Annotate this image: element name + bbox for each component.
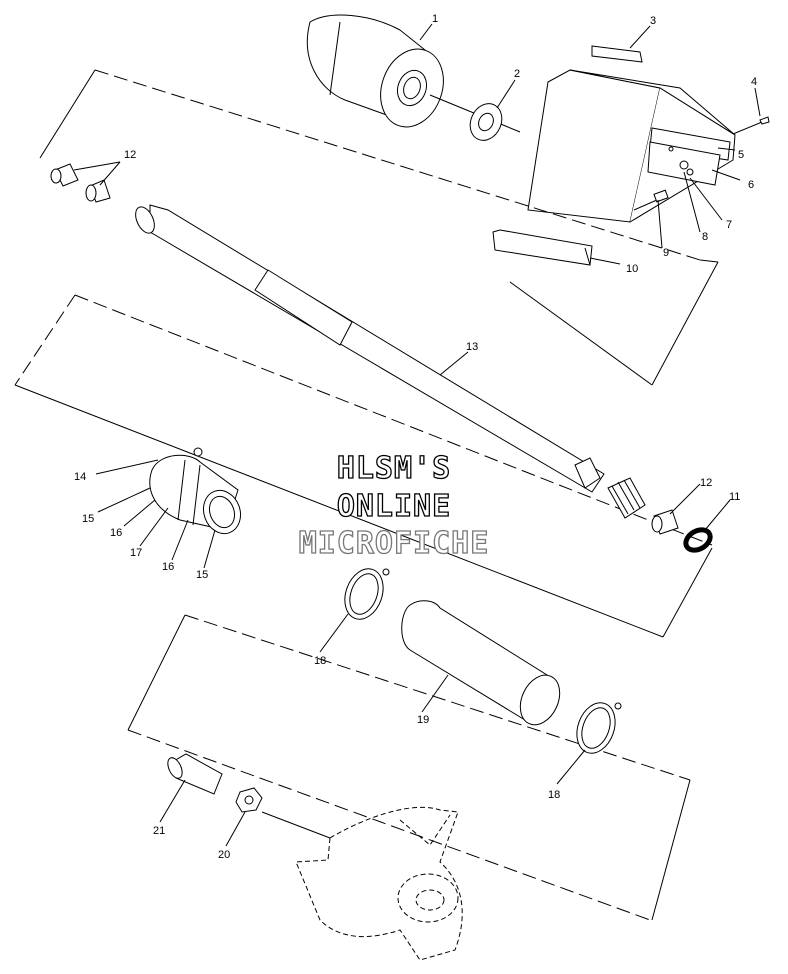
part-3-strip (591, 45, 643, 63)
callout-7: 7 (726, 219, 732, 231)
callout-4: 4 (751, 76, 757, 88)
callout-15-right: 15 (196, 569, 208, 581)
part-19-tube (401, 600, 561, 726)
watermark-line-2: ONLINE (337, 489, 451, 524)
callout-10: 10 (626, 263, 638, 275)
part-13-drive-shaft (135, 204, 646, 519)
part-18-clamp-upper (344, 568, 390, 620)
callout-12-bottom: 12 (700, 477, 712, 489)
callout-16-right: 16 (162, 561, 174, 573)
callout-1: 1 (432, 13, 438, 25)
watermark-line-1: HLSM'S (337, 451, 451, 486)
watermark: HLSM'S ONLINE MICROFICHE (298, 450, 490, 561)
callout-18-lower: 18 (548, 789, 560, 801)
part-21-fitting (167, 753, 223, 795)
callout-16-left: 16 (110, 527, 122, 539)
part-2-washer (469, 103, 503, 141)
callout-5: 5 (738, 149, 744, 161)
coupler-assembly (149, 447, 242, 535)
part-18-clamp-lower (576, 702, 622, 754)
callout-13: 13 (466, 341, 478, 353)
callout-6: 6 (748, 179, 754, 191)
callout-8: 8 (702, 231, 708, 243)
callout-11: 11 (729, 491, 740, 503)
part-10-bar (492, 229, 593, 266)
callout-9: 9 (663, 247, 669, 259)
part-11-seal (683, 527, 713, 553)
watermark-line-3: MICROFICHE (299, 526, 490, 561)
part-12-bushings-top (50, 163, 111, 203)
leader-lines (73, 23, 761, 847)
impeller-outline (295, 806, 463, 961)
callouts: 1 2 3 4 5 6 7 8 9 10 11 12 12 13 14 15 1… (74, 13, 757, 861)
callout-19: 19 (417, 714, 429, 726)
callout-20: 20 (218, 849, 230, 861)
callout-18-upper: 18 (314, 655, 326, 667)
part-1-roller (306, 14, 521, 133)
callout-14: 14 (74, 471, 86, 483)
callout-12-top: 12 (124, 149, 136, 161)
part-20-nut (235, 787, 331, 839)
callout-17: 17 (130, 547, 142, 559)
dashed-guides (14, 69, 719, 921)
callout-2: 2 (514, 68, 520, 80)
part-12-bushing-bottom (651, 509, 679, 535)
cover-housing (527, 69, 770, 223)
callout-21: 21 (153, 825, 165, 837)
callout-3: 3 (650, 15, 656, 27)
callout-15-left: 15 (82, 513, 94, 525)
